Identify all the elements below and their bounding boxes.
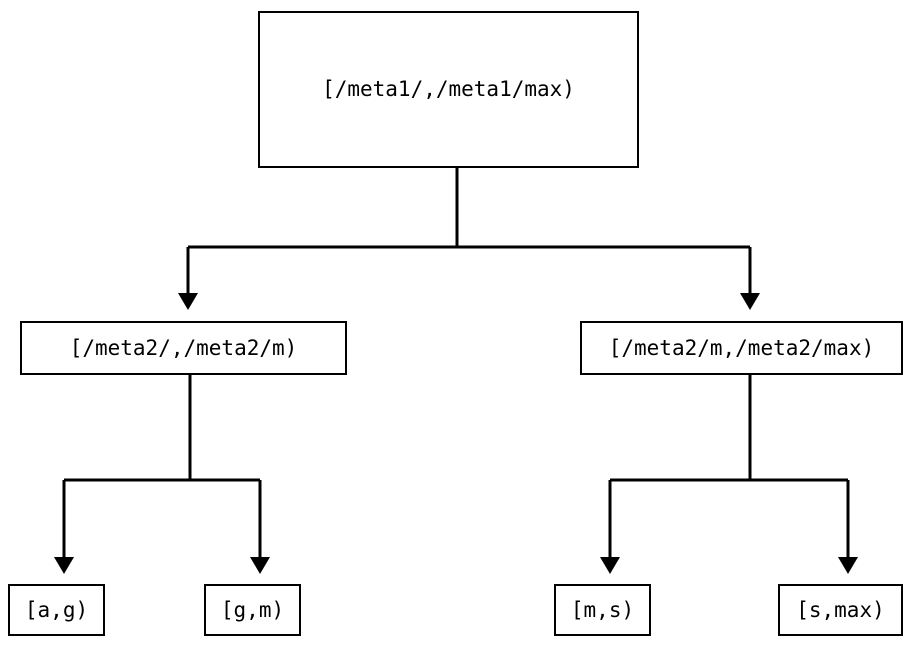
tree-node-leaf-3-label: [m,s) bbox=[570, 597, 635, 622]
arrowhead-icon-group_root-1 bbox=[740, 293, 760, 310]
arrowhead-icon-group_mid_right-0 bbox=[600, 557, 620, 574]
arrowhead-icon-group_mid_left-1 bbox=[250, 557, 270, 574]
tree-node-root-label: [/meta1/,/meta1/max) bbox=[322, 77, 575, 101]
arrowhead-icon-group_root-0 bbox=[178, 293, 198, 310]
tree-node-mid-left-label: [/meta2/,/meta2/m) bbox=[69, 335, 298, 360]
tree-node-leaf-4[interactable]: [s,max) bbox=[778, 584, 903, 636]
tree-node-root[interactable]: [/meta1/,/meta1/max) bbox=[258, 11, 639, 168]
tree-node-leaf-4-label: [s,max) bbox=[796, 597, 885, 622]
tree-node-leaf-1-label: [a,g) bbox=[24, 597, 89, 622]
tree-node-mid-right-label: [/meta2/m,/meta2/max) bbox=[608, 335, 875, 360]
tree-node-leaf-1[interactable]: [a,g) bbox=[8, 584, 105, 636]
tree-node-leaf-2-label: [g,m) bbox=[220, 597, 285, 622]
tree-node-leaf-2[interactable]: [g,m) bbox=[204, 584, 301, 636]
tree-node-mid-left[interactable]: [/meta2/,/meta2/m) bbox=[20, 321, 347, 375]
tree-node-leaf-3[interactable]: [m,s) bbox=[554, 584, 651, 636]
arrowhead-icon-group_mid_right-1 bbox=[838, 557, 858, 574]
tree-edges bbox=[54, 168, 858, 574]
tree-node-mid-right[interactable]: [/meta2/m,/meta2/max) bbox=[580, 321, 903, 375]
arrowhead-icon-group_mid_left-0 bbox=[54, 557, 74, 574]
